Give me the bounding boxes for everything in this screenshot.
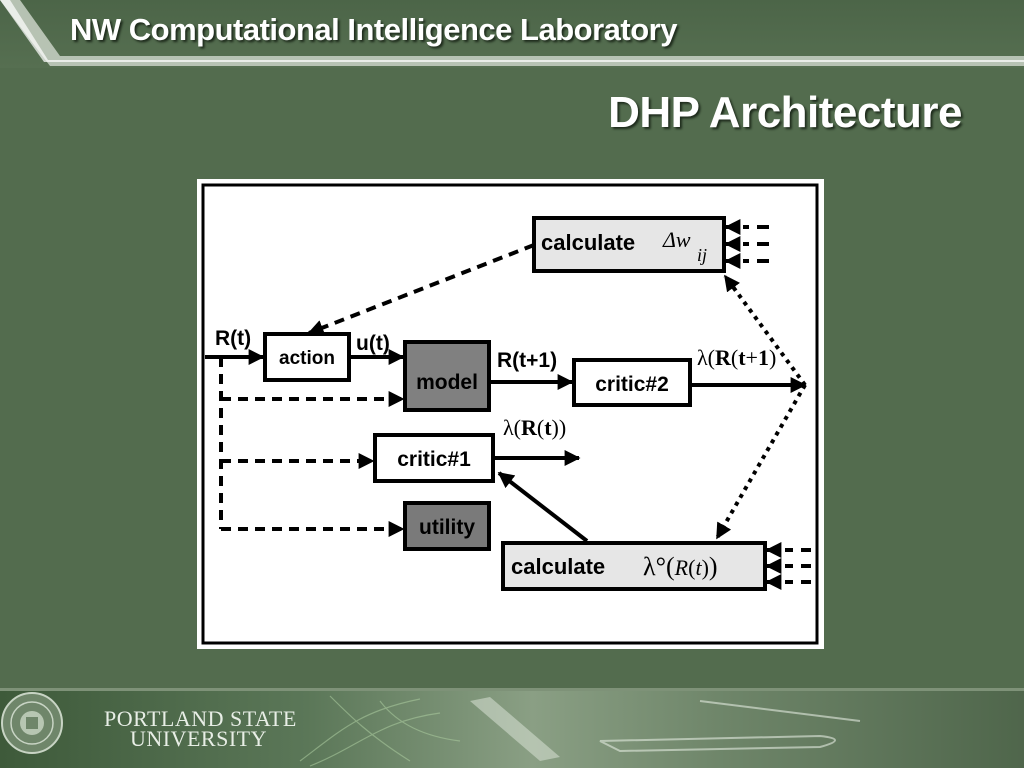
footer-banner: PORTLAND STATE UNIVERSITY <box>0 691 1024 768</box>
footer-decoration <box>299 695 861 767</box>
slide-title: DHP Architecture <box>608 88 962 137</box>
critic2-box: critic#2 <box>572 358 692 407</box>
utility-box: utility <box>403 501 491 551</box>
lambda-circ-symbol: λ°(R(t)) <box>643 552 718 581</box>
action-box: action <box>263 332 351 382</box>
calc-lambda-inputs <box>765 542 811 590</box>
u-t-label: u(t) <box>356 332 390 355</box>
dotted-arrows <box>715 274 807 540</box>
university-line1: PORTLAND STATE <box>104 706 297 731</box>
model-label: model <box>416 371 478 394</box>
calculate-lambda-label: calculate <box>511 554 605 579</box>
calculate-dw-box: calculate Δw ij <box>532 216 726 273</box>
lambda-r-t1-label: λ(R(t+1) <box>697 345 776 370</box>
calculate-lambda-box: calculate λ°(R(t)) <box>501 541 767 591</box>
university-name: PORTLAND STATE UNIVERSITY <box>104 706 297 751</box>
utility-label: utility <box>419 516 475 539</box>
critic1-box: critic#1 <box>373 433 495 483</box>
calc-dw-inputs <box>724 219 769 269</box>
university-line2: UNIVERSITY <box>130 726 267 751</box>
calculate-dw-label: calculate <box>541 230 635 255</box>
footer-divider <box>0 688 1024 691</box>
model-box: model <box>403 340 491 412</box>
delta-w-symbol: Δw <box>662 227 691 252</box>
ij-subscript: ij <box>697 245 707 265</box>
lab-title: NW Computational Intelligence Laboratory <box>70 12 677 47</box>
r-t-label: R(t) <box>215 327 251 350</box>
dhp-diagram: calculate Δw ij action model critic#2 cr… <box>201 183 819 645</box>
r-t1-label: R(t+1) <box>497 349 557 372</box>
solid-arrows <box>205 349 807 543</box>
header-swoosh <box>0 0 1024 66</box>
lambda-r-t-label: λ(R(t)) <box>503 415 566 440</box>
diagram-panel: calculate Δw ij action model critic#2 cr… <box>197 179 824 649</box>
action-label: action <box>279 348 335 369</box>
psu-seal-icon <box>1 692 63 754</box>
diagram-frame <box>201 183 819 645</box>
dashed-arrows <box>219 243 535 537</box>
critic1-label: critic#1 <box>397 448 471 471</box>
critic2-label: critic#2 <box>595 373 669 396</box>
